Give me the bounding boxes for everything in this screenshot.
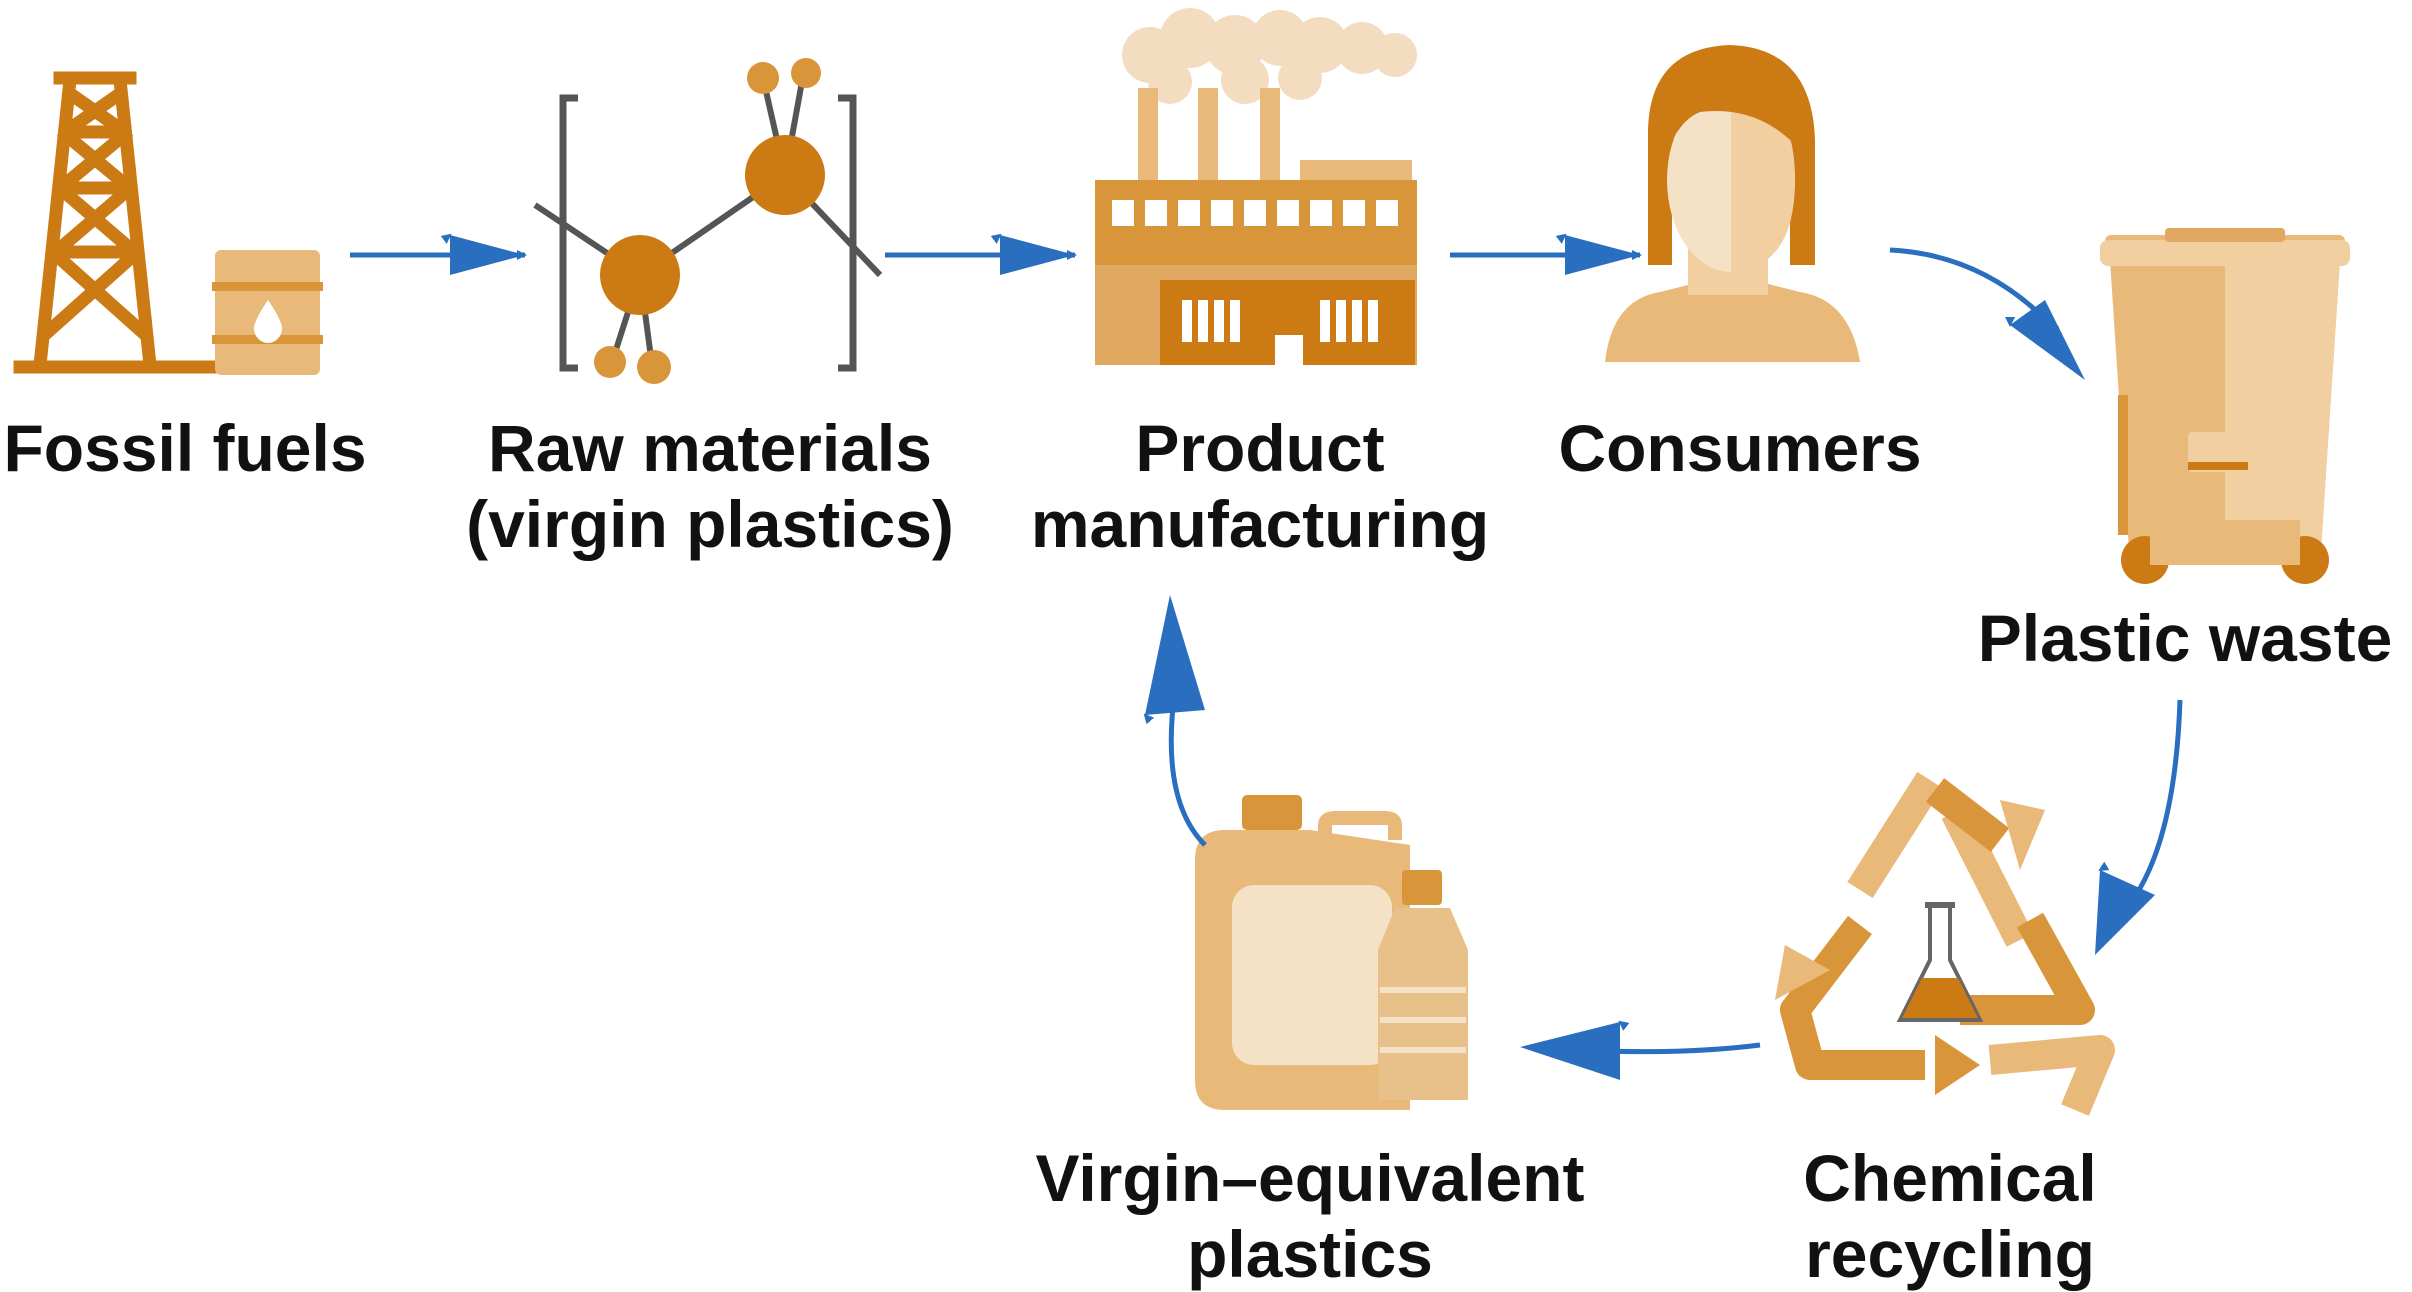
label-plastic-waste: Plastic waste <box>1960 600 2410 676</box>
label-virgin-equivalent-line-2: plastics <box>1187 1217 1433 1291</box>
flow-arrows <box>350 235 2183 1080</box>
label-raw-materials-line-2: (virgin plastics) <box>466 487 954 561</box>
label-raw-materials: Raw materials (virgin plastics) <box>430 410 990 562</box>
oil-derrick-and-barrel-icon <box>13 71 323 375</box>
person-icon <box>1605 45 1860 362</box>
recycle-flask-icon <box>1775 771 2115 1116</box>
arrow-consumers-to-waste <box>1889 247 2085 380</box>
label-consumers-line-1: Consumers <box>1558 411 1922 485</box>
polymer-molecule-icon <box>533 58 883 384</box>
label-plastic-waste-line-1: Plastic waste <box>1977 601 2393 675</box>
wheelie-bin-icon <box>2100 228 2350 584</box>
label-chemical-recycling-line-1: Chemical <box>1803 1141 2097 1215</box>
arrow-raw-to-manufacturing <box>885 235 1077 275</box>
label-product-manufacturing: Product manufacturing <box>1000 410 1520 562</box>
label-virgin-equivalent-line-1: Virgin–equivalent <box>1035 1141 1585 1215</box>
arrow-virgin-to-manufacturing <box>1145 595 1207 847</box>
label-fossil-fuels: Fossil fuels <box>0 410 370 486</box>
arrow-fossil-to-raw <box>350 235 527 275</box>
arrow-recycling-to-virgin <box>1520 1022 1761 1080</box>
label-raw-materials-line-1: Raw materials <box>488 411 932 485</box>
label-fossil-fuels-line-1: Fossil fuels <box>3 411 367 485</box>
factory-icon <box>1095 8 1417 365</box>
label-product-manufacturing-line-1: Product <box>1135 411 1385 485</box>
label-product-manufacturing-line-2: manufacturing <box>1030 487 1490 561</box>
label-chemical-recycling-line-2: recycling <box>1805 1217 2095 1291</box>
label-chemical-recycling: Chemical recycling <box>1740 1140 2160 1292</box>
label-consumers: Consumers <box>1540 410 1940 486</box>
plastic-containers-icon <box>1195 795 1468 1110</box>
arrow-waste-to-recycling <box>2095 699 2183 955</box>
label-virgin-equivalent: Virgin–equivalent plastics <box>1030 1140 1590 1292</box>
arrow-manufacturing-to-consumers <box>1450 235 1642 275</box>
